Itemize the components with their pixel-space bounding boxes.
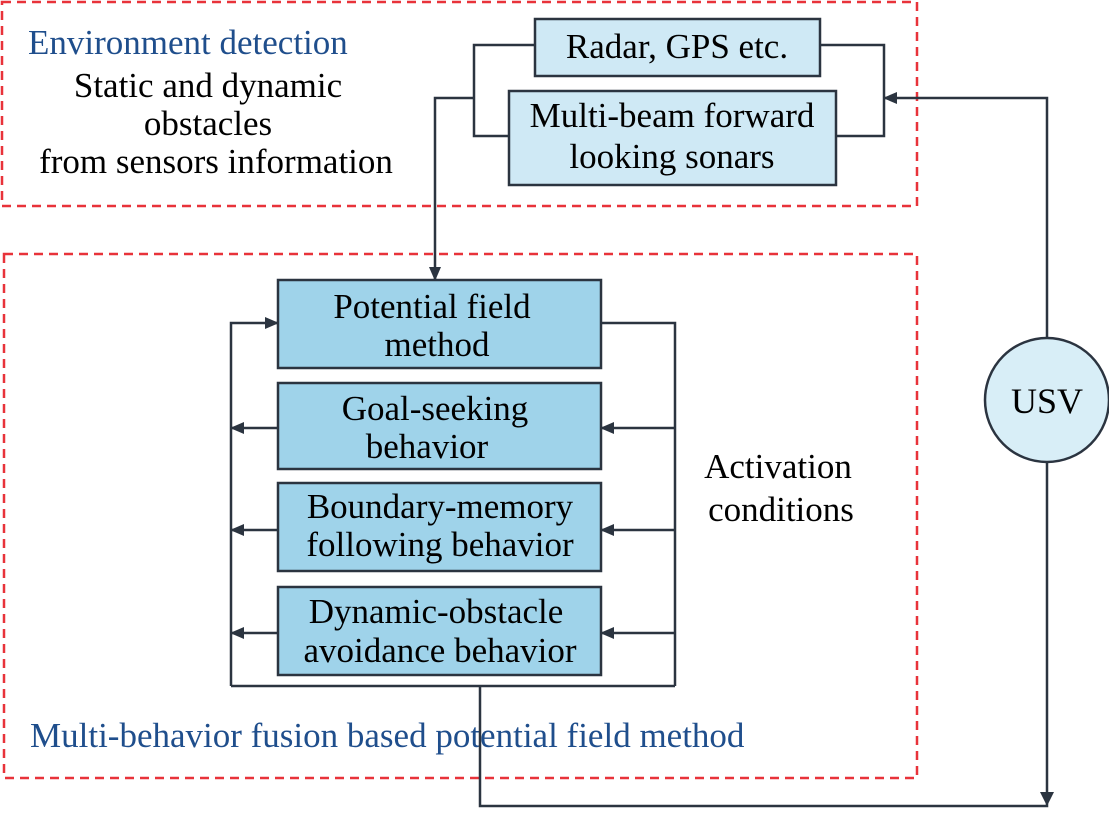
environment-desc-line-3: from sensors information (39, 142, 393, 181)
activation-label-line-1: Activation (704, 447, 852, 486)
fusion-region (2, 252, 919, 780)
sensor-to-potential-arrow (429, 96, 474, 281)
potential-field-box: Potential field method (276, 278, 603, 370)
usv-label: USV (1011, 381, 1083, 421)
boundary-memory-label-line-1: Boundary-memory (307, 487, 574, 526)
boundary-memory-box: Boundary-memory following behavior (276, 481, 603, 573)
sonar-label-line-1: Multi-beam forward (530, 96, 815, 135)
fusion-title: Multi-behavior fusion based potential fi… (30, 716, 745, 755)
potential-field-label-line-1: Potential field (333, 287, 531, 326)
usv-input-arrowhead (1040, 792, 1054, 806)
goal-seeking-label-line-2: behavior (366, 427, 489, 466)
fusion-to-usv-arrow (478, 460, 1049, 808)
radar-gps-box: Radar, GPS etc. (533, 17, 822, 78)
goal-seeking-box: Goal-seeking behavior (276, 381, 603, 471)
activation-wiring (229, 317, 677, 688)
goal-seeking-label-line-1: Goal-seeking (342, 389, 529, 428)
environment-desc-line-2: obstacles (144, 104, 272, 143)
boundary-memory-label-line-2: following behavior (306, 525, 574, 564)
dynamic-obstacle-box: Dynamic-obstacle avoidance behavior (276, 585, 603, 677)
usv-to-sensors-arrow (883, 92, 1049, 338)
potential-field-label-line-2: method (385, 325, 490, 364)
usv-node: USV (983, 336, 1109, 464)
sonar-box: Multi-beam forward looking sonars (507, 89, 838, 187)
sensor-bracket (472, 43, 886, 138)
environment-detection-region (0, 0, 919, 208)
activation-label-line-2: conditions (708, 490, 854, 529)
radar-gps-label: Radar, GPS etc. (566, 27, 788, 66)
sonar-label-line-2: looking sonars (569, 137, 774, 176)
dynamic-obstacle-label-line-1: Dynamic-obstacle (309, 592, 564, 631)
environment-desc-line-1: Static and dynamic (74, 66, 342, 105)
environment-title: Environment detection (28, 23, 348, 62)
dynamic-obstacle-label-line-2: avoidance behavior (303, 631, 576, 670)
